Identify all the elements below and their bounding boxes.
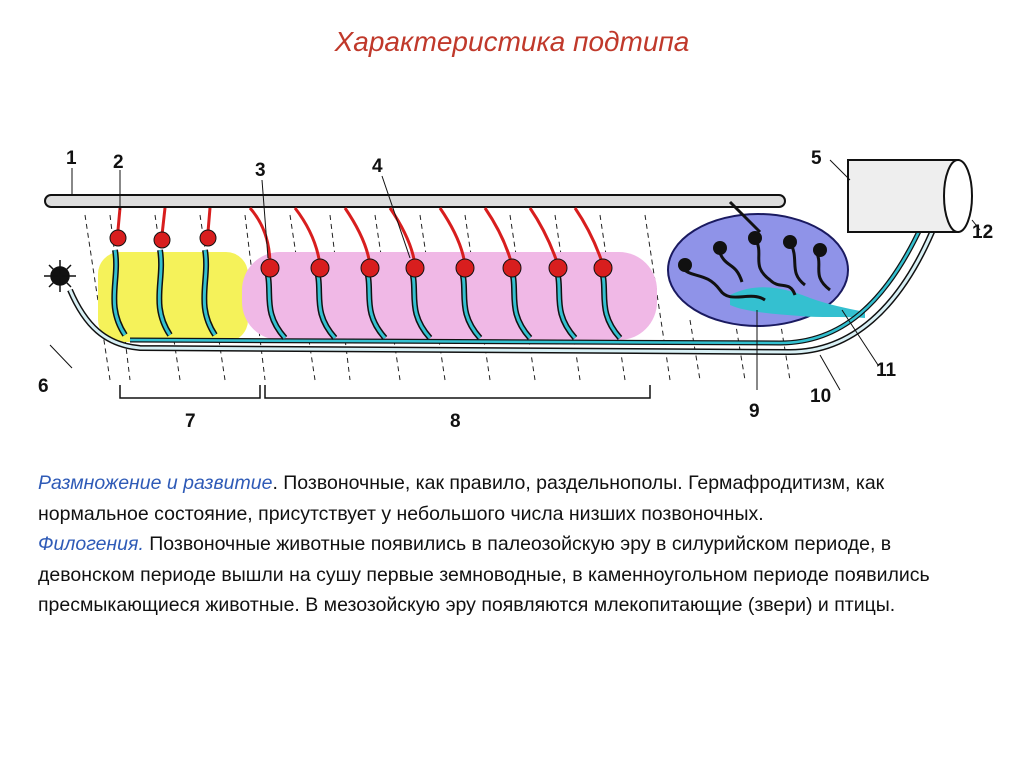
body-reproduction: Позвоночные, как правило, раздельнополы.… (38, 472, 885, 525)
archinephric-duct-inner (68, 224, 937, 354)
body-phylogeny: Позвоночные животные появились в палеозо… (38, 533, 930, 616)
slide-text: Размножение и развитие. Позвоночные, как… (38, 468, 988, 621)
label-11: 11 (876, 360, 897, 381)
slide-title: Характеристика подтипа (334, 26, 690, 57)
nephrostome (44, 260, 76, 292)
label-12: 12 (972, 222, 993, 243)
heading-phylogeny: Филогения (38, 533, 139, 555)
paragraph-phylogeny: Филогения. Позвоночные животные появилис… (38, 529, 988, 621)
label-4: 4 (372, 156, 383, 177)
aorta (44, 194, 786, 208)
renal-pelvis (730, 287, 865, 318)
label-1: 1 (66, 148, 77, 169)
nephrons (109, 207, 623, 340)
label-5: 5 (811, 148, 822, 169)
kidney-glomeruli (678, 231, 827, 272)
heading-phylogeny-punct: . (138, 533, 144, 555)
cloaca (847, 159, 973, 233)
label-6: 6 (38, 376, 49, 397)
label-10: 10 (810, 386, 831, 407)
label-8: 8 (450, 411, 461, 432)
label-9: 9 (749, 401, 760, 422)
ureter-inner (129, 224, 924, 345)
leader-lines (49, 159, 981, 391)
brackets (119, 385, 651, 399)
heading-reproduction: Размножение и развитие (38, 472, 273, 494)
label-2: 2 (113, 152, 124, 173)
paragraph-reproduction: Размножение и развитие. Позвоночные, как… (38, 468, 988, 529)
heading-reproduction-punct: . (272, 472, 278, 494)
renal-artery (728, 200, 762, 234)
kidney-diagram: 1 2 3 4 5 6 7 8 9 10 11 12 (38, 148, 993, 432)
label-3: 3 (255, 160, 266, 181)
label-7: 7 (185, 411, 196, 432)
